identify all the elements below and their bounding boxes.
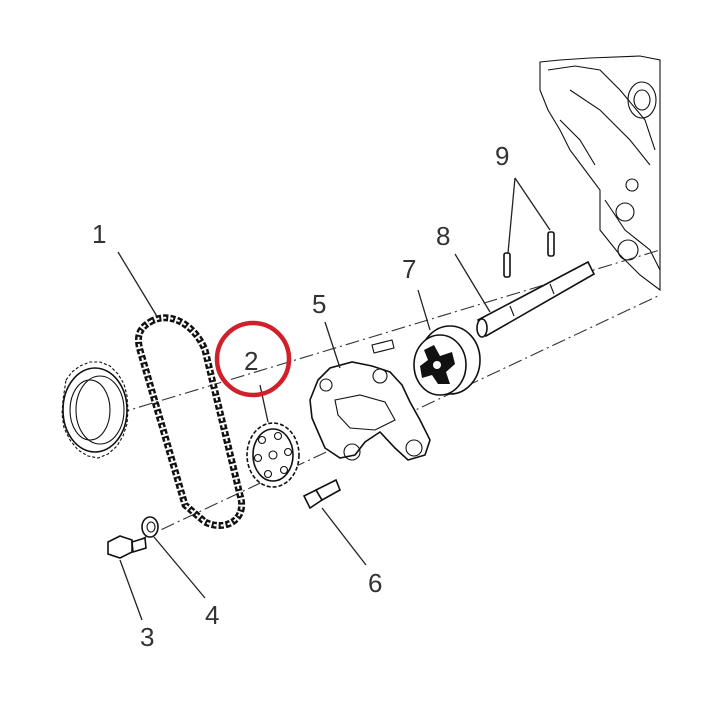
highlight-circle bbox=[214, 320, 292, 398]
dowel-pins bbox=[503, 231, 555, 278]
callout-3: 3 bbox=[140, 622, 154, 652]
pump-sprocket bbox=[246, 422, 300, 488]
callout-8: 8 bbox=[436, 221, 450, 251]
leader-lines bbox=[117, 177, 551, 621]
bolt-small bbox=[107, 535, 147, 559]
crank-sprocket bbox=[61, 361, 129, 459]
callout-7: 7 bbox=[402, 254, 416, 284]
engine-case bbox=[539, 55, 661, 292]
pump-rotor bbox=[413, 325, 481, 396]
washer bbox=[141, 516, 159, 538]
callout-1: 1 bbox=[92, 219, 106, 249]
callout-5: 5 bbox=[312, 289, 326, 319]
callout-4: 4 bbox=[205, 600, 219, 630]
callout-9: 9 bbox=[495, 141, 509, 171]
timing-chain bbox=[134, 314, 246, 529]
pump-shaft bbox=[476, 260, 596, 338]
oil-pump-body bbox=[309, 339, 431, 461]
callout-6: 6 bbox=[368, 568, 382, 598]
callout-2: 2 bbox=[244, 346, 258, 376]
bolt-long bbox=[302, 478, 342, 510]
